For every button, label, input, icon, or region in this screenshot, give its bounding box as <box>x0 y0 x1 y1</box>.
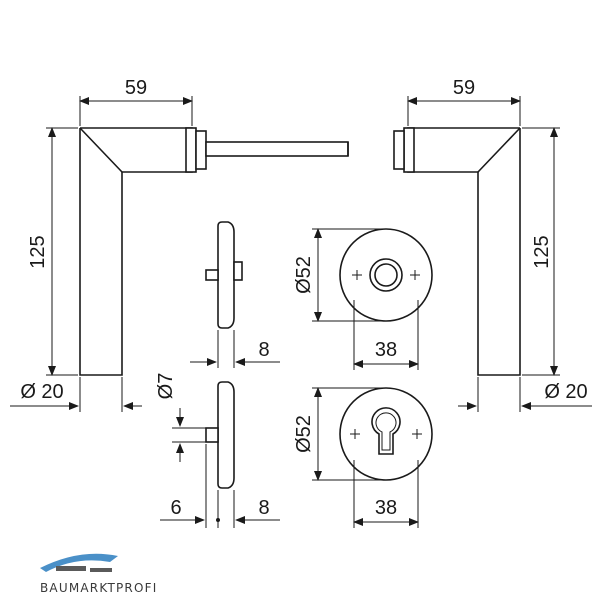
logo-bar-icon <box>56 566 86 571</box>
rose-top-pin <box>205 269 219 281</box>
key-rose-width-label: 38 <box>375 497 397 519</box>
rose-top-profile <box>217 221 235 329</box>
round-rose-ring-inner <box>374 263 398 287</box>
left-height-label: 125 <box>27 235 49 268</box>
left-handle-spindle <box>205 141 349 157</box>
left-diameter-dimension: Ø 20 <box>10 377 142 412</box>
rose-side-view-top <box>205 221 243 329</box>
key-rose-screw-left-icon <box>350 429 360 439</box>
left-handle-lever-outline <box>80 127 193 173</box>
left-width-dimension: 59 <box>79 77 193 126</box>
round-rose-width-label: 38 <box>375 339 397 361</box>
round-rose-diameter-dimension: Ø52 <box>293 228 384 322</box>
key-rose-keyhole <box>371 407 401 455</box>
left-handle-bevel-line <box>79 127 123 173</box>
round-rose-screw-right-icon <box>410 270 420 280</box>
key-rose-diameter-dimension: Ø52 <box>293 387 384 481</box>
spindle-offset-dimension: 6 8 <box>160 444 280 528</box>
key-rose-keyhole-inner <box>375 412 397 451</box>
rose-top-thickness-label: 8 <box>258 339 269 361</box>
right-handle-grip-outline <box>477 128 521 376</box>
right-handle-lever-outline <box>407 127 520 173</box>
left-door-handle <box>79 127 349 376</box>
spindle-offset-label: 6 <box>170 497 181 519</box>
round-rose-width-dimension: 38 <box>353 300 419 370</box>
pin-diameter-dimension: Ø7 <box>155 373 206 462</box>
right-handle-bevel-line <box>477 127 521 173</box>
brand-logo: BAUMARKTPROFI <box>40 553 157 595</box>
brand-logo-text: BAUMARKTPROFI <box>40 581 157 595</box>
right-diameter-label: Ø 20 <box>544 381 587 403</box>
rose-bottom-profile <box>217 381 235 489</box>
round-rose-screw-left-icon <box>352 270 362 280</box>
right-width-dimension: 59 <box>407 77 521 126</box>
rose-top-thickness-dimension: 8 <box>190 330 280 368</box>
round-rose-ring-outer <box>369 258 403 292</box>
rose-top-boss <box>233 261 243 281</box>
right-diameter-dimension: Ø 20 <box>458 377 592 412</box>
key-rose-diameter-label: Ø52 <box>293 415 315 453</box>
rose-bottom-pin <box>205 427 219 443</box>
right-height-label: 125 <box>531 235 553 268</box>
left-width-label: 59 <box>125 77 147 99</box>
round-rose-outer-circle <box>339 228 433 322</box>
right-height-dimension: 125 <box>522 127 560 376</box>
left-diameter-label: Ø 20 <box>20 381 63 403</box>
left-handle-grip-outline <box>79 128 123 376</box>
round-rose-diameter-label: Ø52 <box>293 256 315 294</box>
pin-diameter-label: Ø7 <box>155 373 177 400</box>
right-width-label: 59 <box>453 77 475 99</box>
key-rose-outer-circle <box>339 387 433 481</box>
right-handle-neck <box>403 127 415 173</box>
round-rose-front-view <box>339 228 433 322</box>
rose-side-view-bottom <box>205 381 235 489</box>
key-rose-screw-right-icon <box>412 429 422 439</box>
key-rose-front-view <box>339 387 433 481</box>
left-height-dimension: 125 <box>27 127 78 376</box>
right-door-handle <box>393 127 521 376</box>
rose-bottom-thickness-label: 8 <box>258 497 269 519</box>
logo-roof-icon <box>40 553 118 572</box>
key-rose-width-dimension: 38 <box>353 460 419 528</box>
logo-bar-icon <box>90 568 112 572</box>
left-handle-collar <box>195 130 207 170</box>
right-handle-collar <box>393 130 405 170</box>
left-handle-neck <box>185 127 197 173</box>
